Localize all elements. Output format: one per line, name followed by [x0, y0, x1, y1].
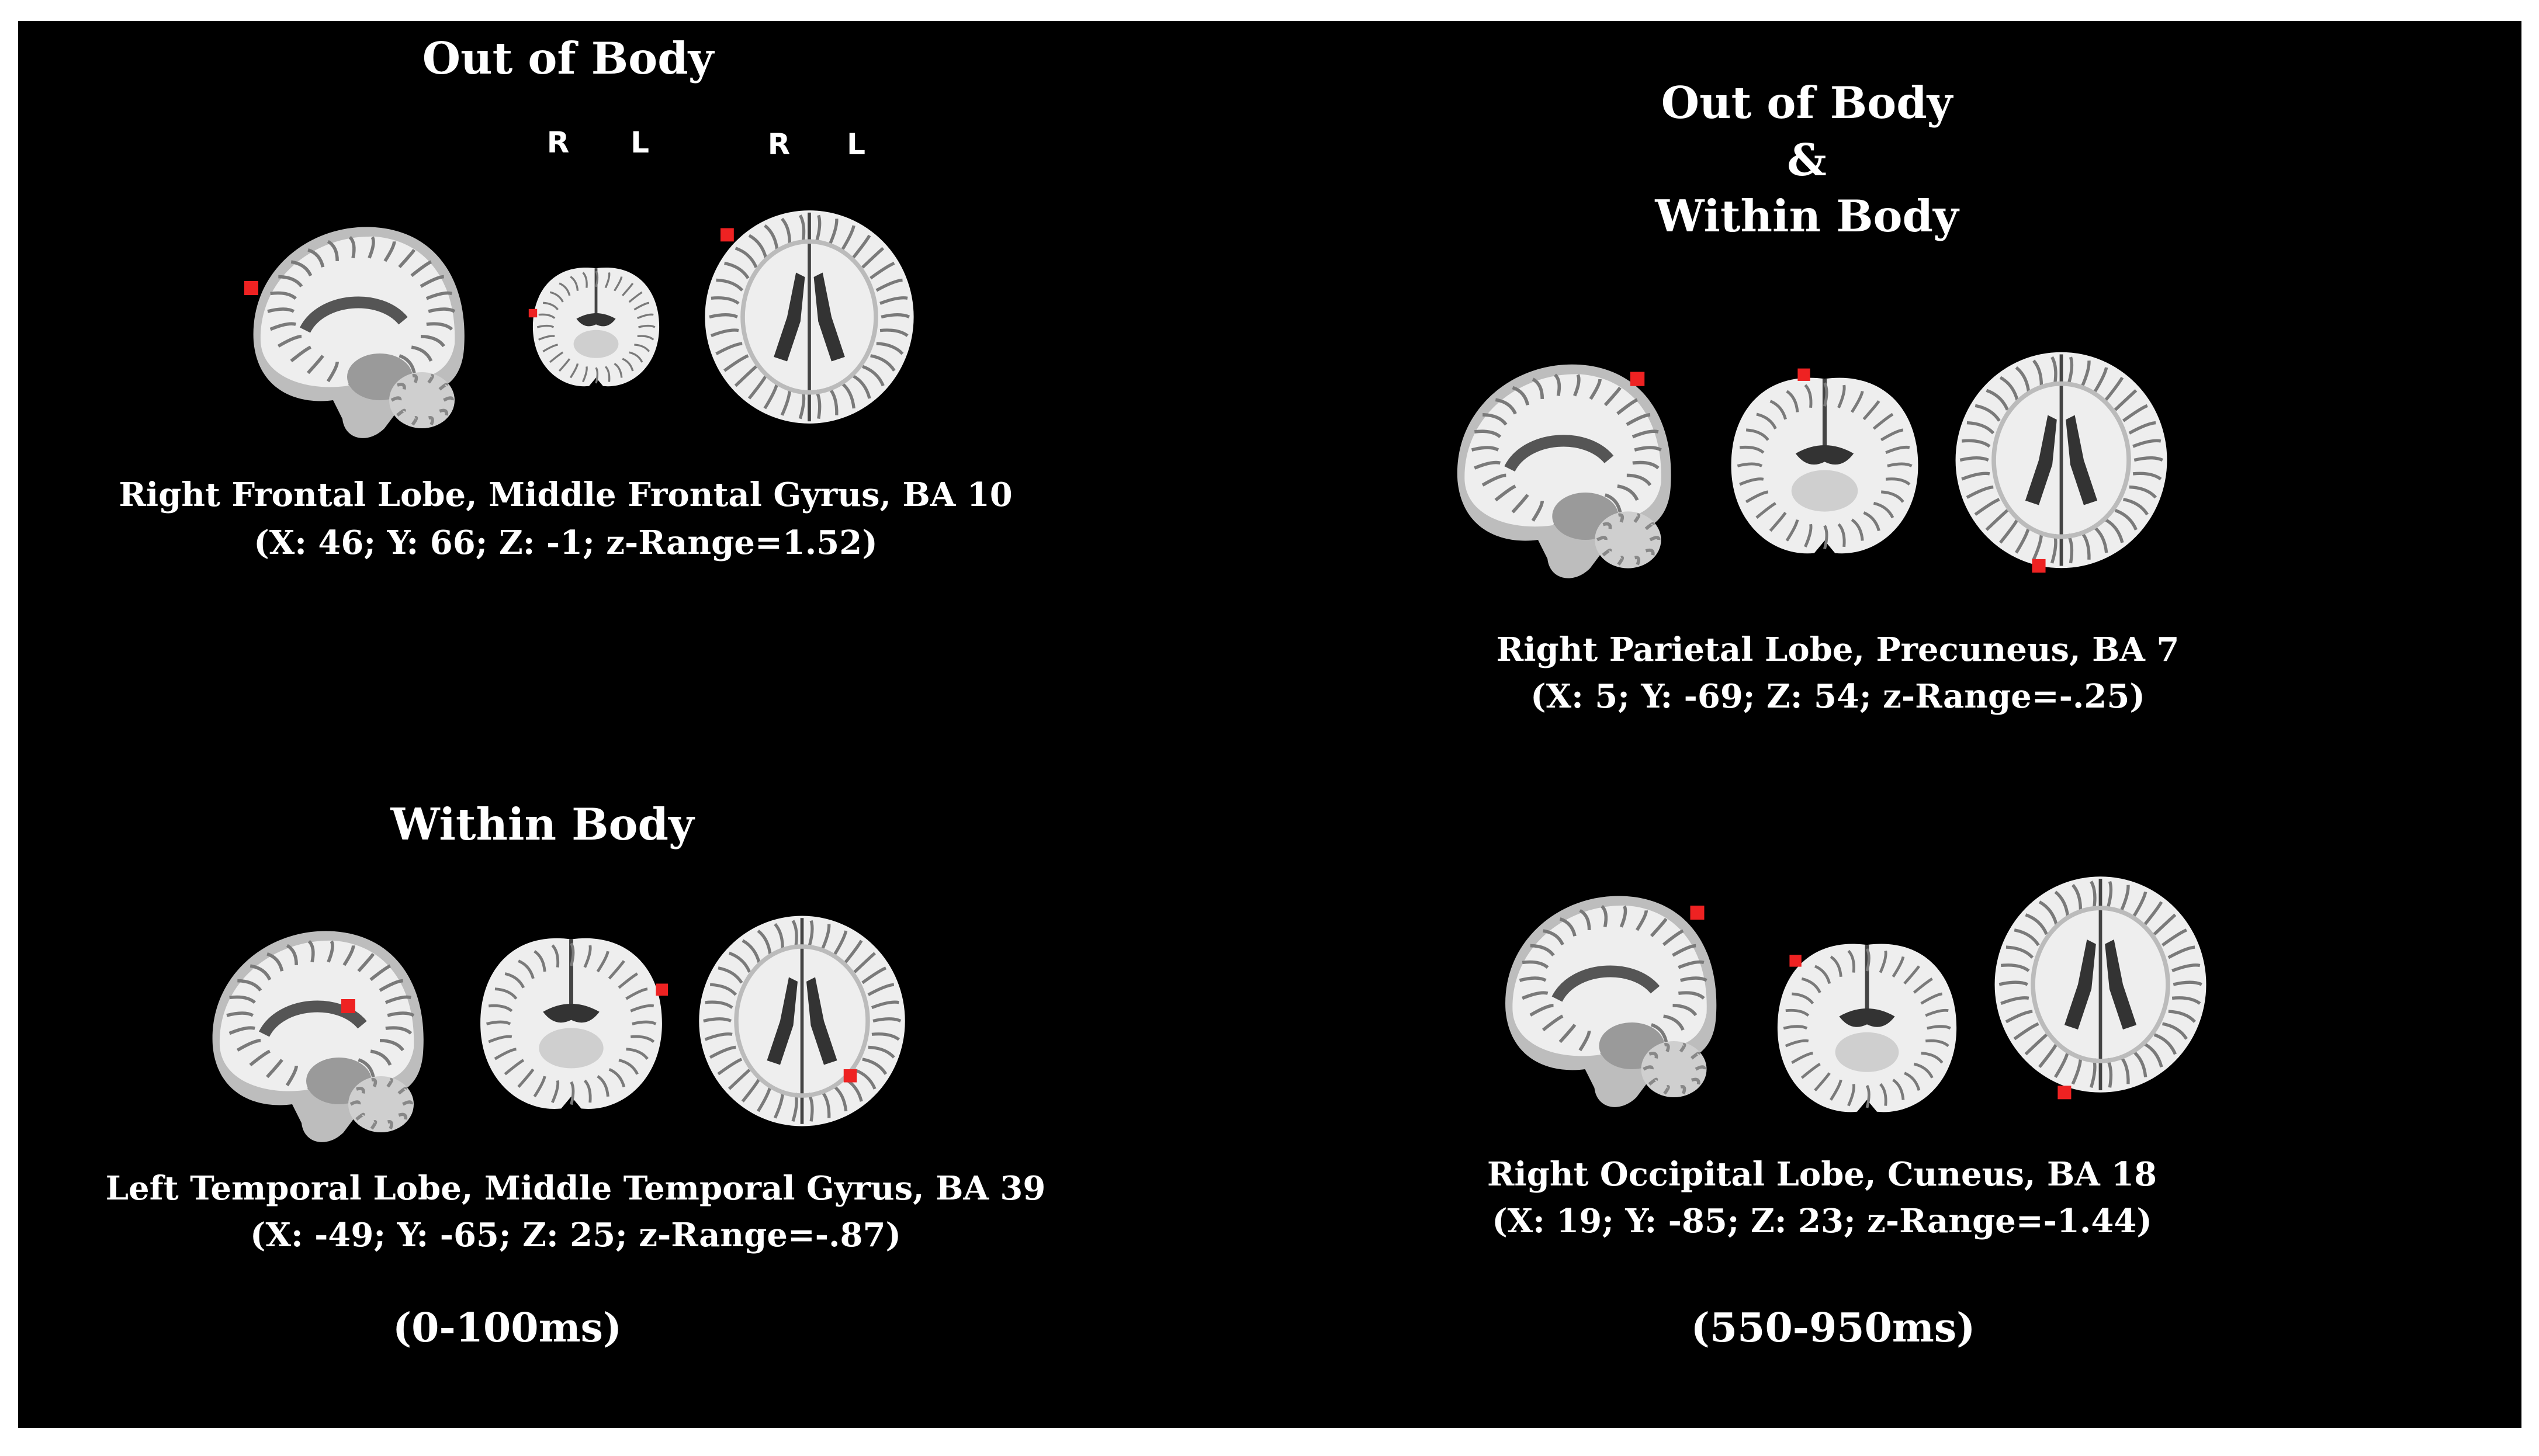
- coordinates-caption: (X: 19; Y: -85; Z: 23; z-Range=-1.44): [1492, 1202, 2152, 1240]
- activation-marker: [843, 1069, 857, 1083]
- sagittal-brain-slice: [244, 227, 465, 438]
- activation-marker: [2057, 1086, 2072, 1100]
- sagittal-brain-slice: [212, 931, 424, 1142]
- activation-marker: [1797, 368, 1810, 381]
- coordinates-caption: (X: -49; Y: -65; Z: 25; z-Range=-.87): [250, 1216, 901, 1254]
- orientation-label-l2: L: [847, 127, 865, 161]
- activation-marker: [341, 999, 355, 1013]
- orientation-label-r1: R: [546, 126, 570, 160]
- coordinates-caption: (X: 5; Y: -69; Z: 54; z-Range=-.25): [1530, 677, 2145, 716]
- activation-marker: [244, 281, 258, 295]
- axial-brain-slice: [1955, 352, 2167, 573]
- activation-marker: [528, 308, 538, 318]
- region-caption: Left Temporal Lobe, Middle Temporal Gyru…: [105, 1169, 1046, 1208]
- title-out-of-body-2: Out of Body: [1661, 77, 1953, 129]
- coordinates-caption: (X: 46; Y: 66; Z: -1; z-Range=1.52): [254, 524, 878, 562]
- activation-marker: [1690, 906, 1705, 920]
- title-ampersand: &: [1787, 134, 1827, 186]
- activation-marker: [721, 228, 734, 242]
- coronal-brain-slice: [1777, 944, 1957, 1112]
- coronal-brain-slice: [528, 268, 660, 387]
- region-caption: Right Occipital Lobe, Cuneus, BA 18: [1487, 1155, 2157, 1194]
- region-caption: Right Parietal Lobe, Precuneus, BA 7: [1496, 630, 2180, 669]
- sagittal-brain-slice: [1505, 896, 1717, 1107]
- activation-marker: [2032, 559, 2046, 573]
- axial-brain-slice: [1994, 876, 2207, 1100]
- title-within-body: Within Body: [390, 799, 694, 850]
- axial-brain-slice: [699, 916, 905, 1126]
- coronal-brain-slice: [480, 938, 668, 1109]
- activation-marker: [1630, 372, 1645, 386]
- activation-marker: [656, 983, 668, 996]
- title-out-of-body: Out of Body: [422, 33, 714, 84]
- orientation-label-l1: L: [631, 126, 649, 160]
- activation-marker: [1789, 955, 1802, 967]
- orientation-label-r2: R: [767, 127, 791, 161]
- time-window-label: (0-100ms): [392, 1305, 622, 1351]
- sagittal-brain-slice: [1457, 364, 1671, 578]
- coronal-brain-slice: [1731, 368, 1918, 554]
- axial-brain-slice: [705, 210, 914, 424]
- title-within-body-2: Within Body: [1655, 190, 1959, 242]
- time-window-label: (550-950ms): [1691, 1305, 1976, 1351]
- region-caption: Right Frontal Lobe, Middle Frontal Gyrus…: [119, 476, 1013, 514]
